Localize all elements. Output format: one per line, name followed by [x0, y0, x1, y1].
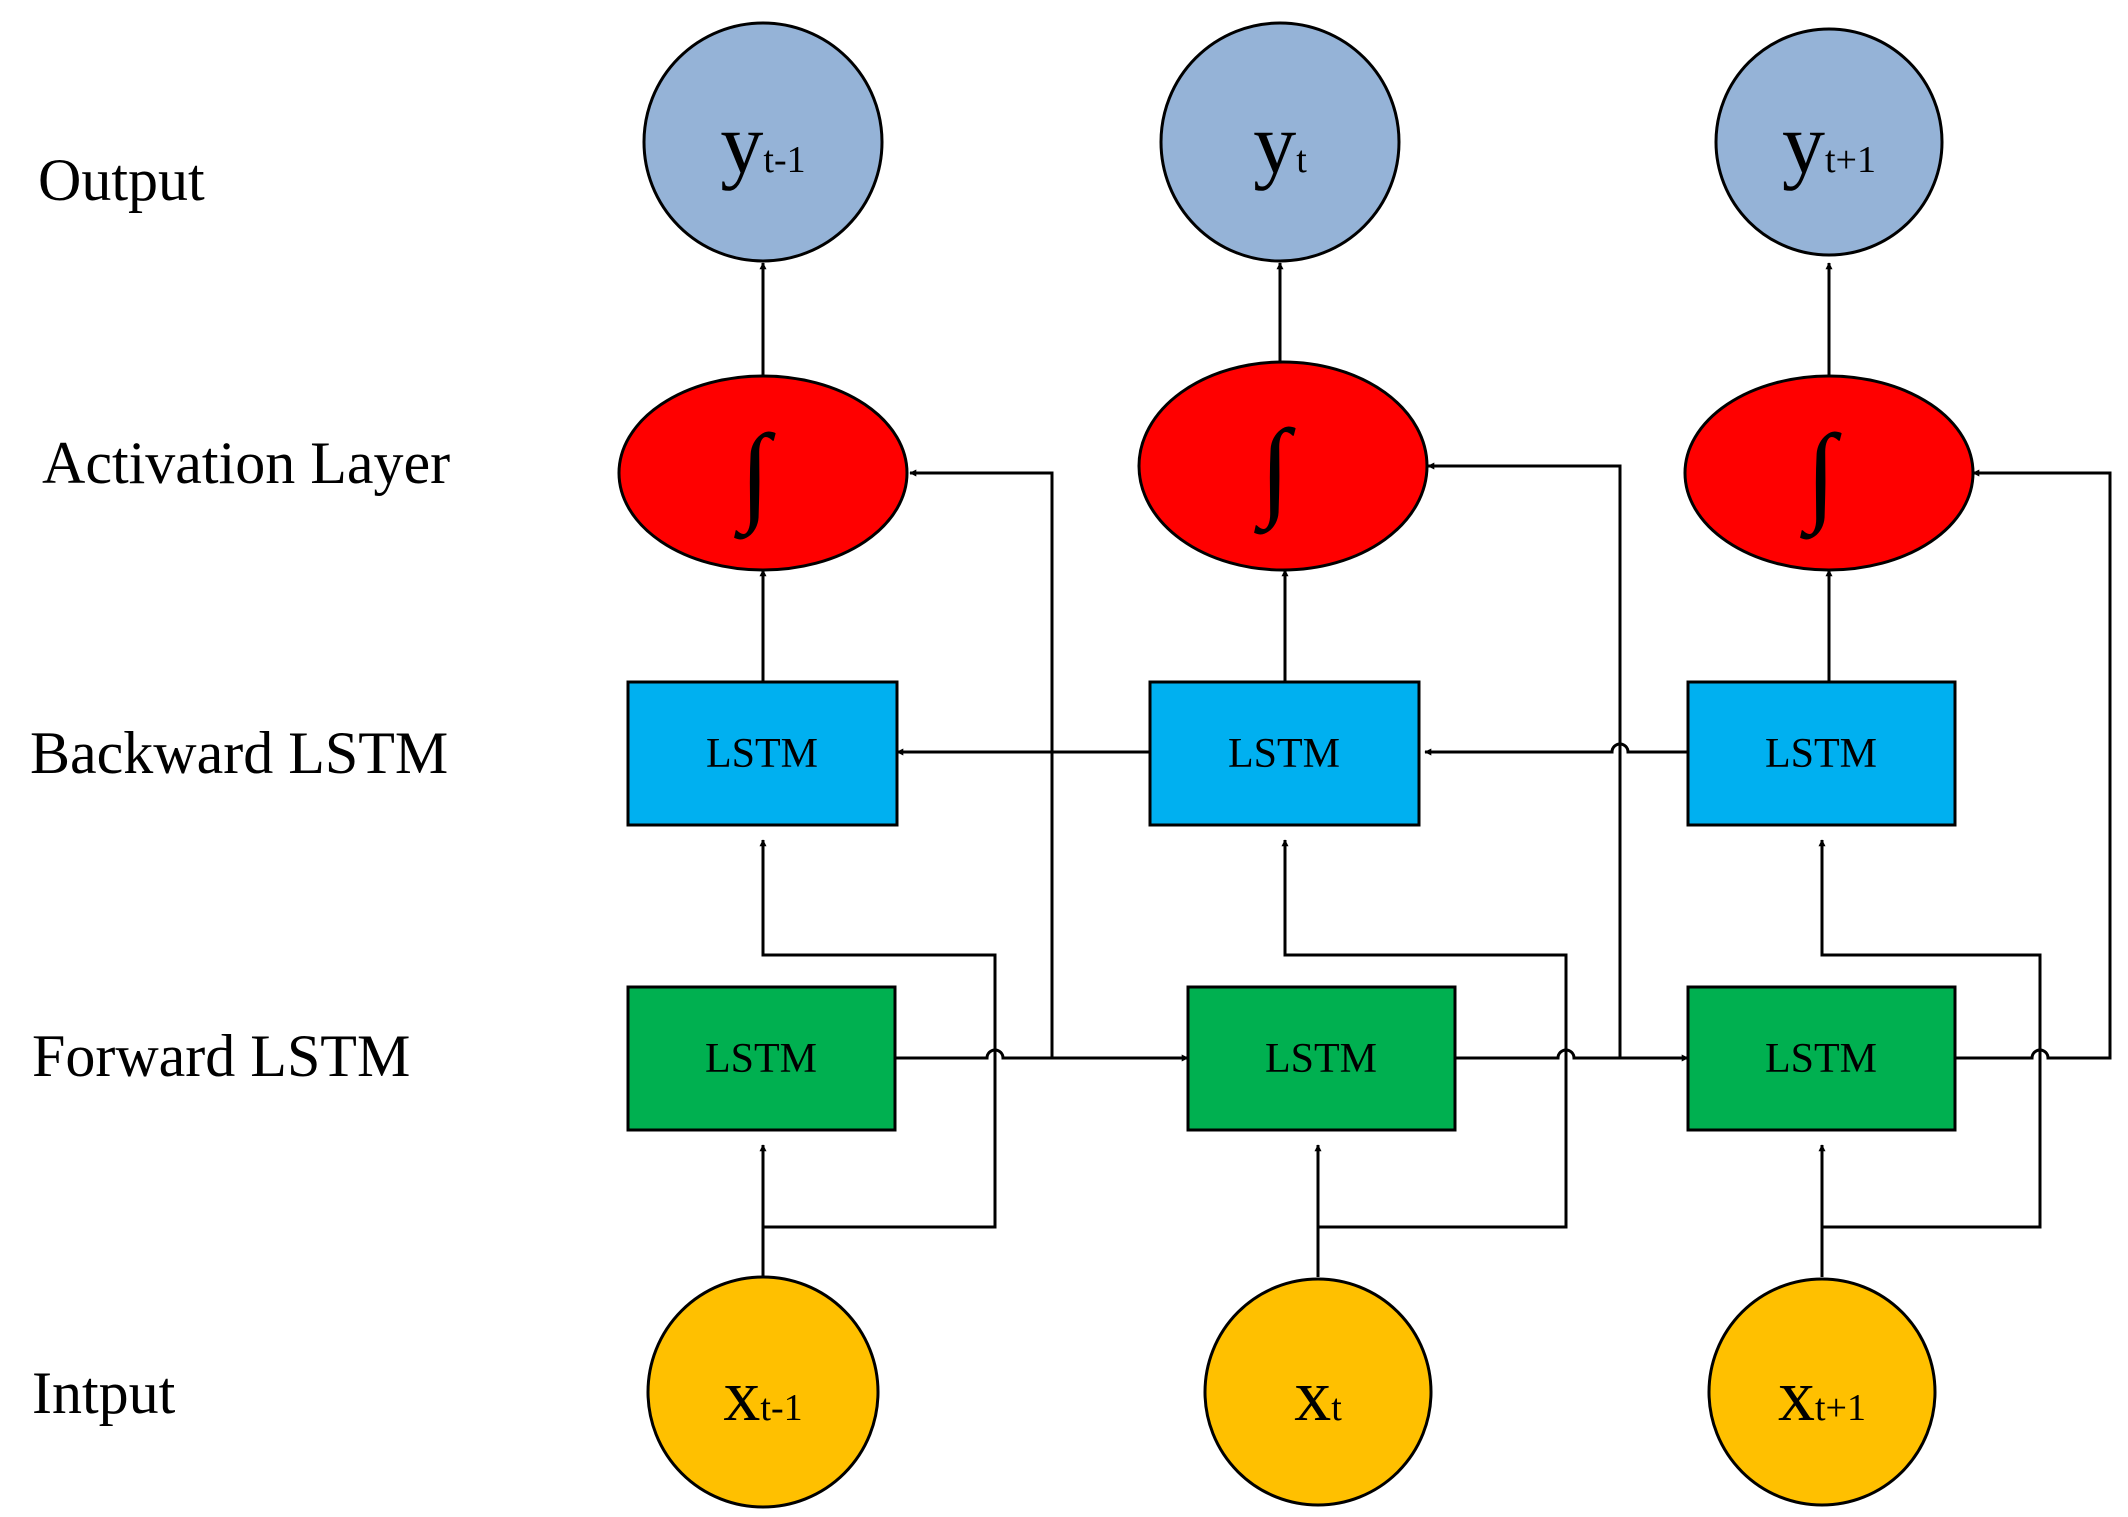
forward-lstm-label-1: LSTM: [1265, 1036, 1377, 1082]
row-label-forward: Forward LSTM: [32, 1023, 410, 1089]
backward-lstm-label-1: LSTM: [1228, 731, 1340, 777]
forward-lstm-box-0: [626, 985, 897, 1132]
row-label-activation: Activation Layer: [42, 430, 450, 496]
backward-lstm-label-2: LSTM: [1765, 731, 1877, 777]
backward-lstm-box-2: [1686, 680, 1957, 827]
input-to-backward-path-2: [1818, 839, 2042, 1229]
input-to-backward-path-1: [1281, 839, 1568, 1229]
input-node-label-2: xt+1: [1778, 1355, 1866, 1437]
output-node-0: [642, 21, 884, 263]
timestep-column-2: yt+1 ∫ LSTM LSTM xt+1: [1683, 27, 1975, 1507]
activation-node-2: [1683, 374, 1975, 572]
backward-lstm-label-0: LSTM: [706, 731, 818, 777]
forward-to-activation-1: [1427, 462, 1622, 1058]
output-node-2: [1714, 27, 1944, 257]
forward-lstm-label-0: LSTM: [705, 1036, 817, 1082]
activation-node-0: [617, 374, 909, 572]
input-node-1: [1203, 1277, 1433, 1507]
connections: [759, 262, 2112, 1277]
integral-symbol-0: ∫: [734, 412, 776, 540]
activation-node-1: [1137, 360, 1429, 572]
input-node-label-1: xt: [1294, 1355, 1342, 1437]
output-node-label-1: yt: [1253, 95, 1307, 191]
forward-chain-0: [895, 1048, 1189, 1062]
input-to-backward-path-0: [759, 839, 997, 1229]
forward-chain-1: [1455, 1048, 1689, 1062]
backward-lstm-box-1: [1148, 680, 1421, 827]
row-label-output: Output: [38, 147, 205, 213]
output-node-1: [1159, 21, 1401, 263]
input-node-0: [646, 1275, 880, 1509]
forward-to-activation-2: [1955, 469, 2112, 1060]
backward-chain-1: [1424, 742, 1688, 756]
backward-lstm-box-0: [626, 680, 899, 827]
forward-lstm-box-2: [1686, 985, 1957, 1132]
integral-symbol-1: ∫: [1254, 407, 1296, 535]
timestep-column-0: yt-1 ∫ LSTM LSTM xt-1: [617, 21, 909, 1509]
row-label-input: Intput: [32, 1360, 176, 1426]
output-node-label-2: yt+1: [1782, 95, 1876, 191]
forward-lstm-label-2: LSTM: [1765, 1036, 1877, 1082]
output-node-label-0: yt-1: [720, 95, 805, 191]
timestep-column-1: yt ∫ LSTM LSTM xt: [1137, 21, 1457, 1507]
input-node-2: [1707, 1277, 1937, 1507]
input-node-label-0: xt-1: [723, 1355, 802, 1437]
forward-lstm-box-1: [1186, 985, 1457, 1132]
row-label-backward: Backward LSTM: [30, 720, 448, 786]
forward-to-activation-0: [909, 469, 1054, 1058]
integral-symbol-2: ∫: [1800, 412, 1842, 540]
